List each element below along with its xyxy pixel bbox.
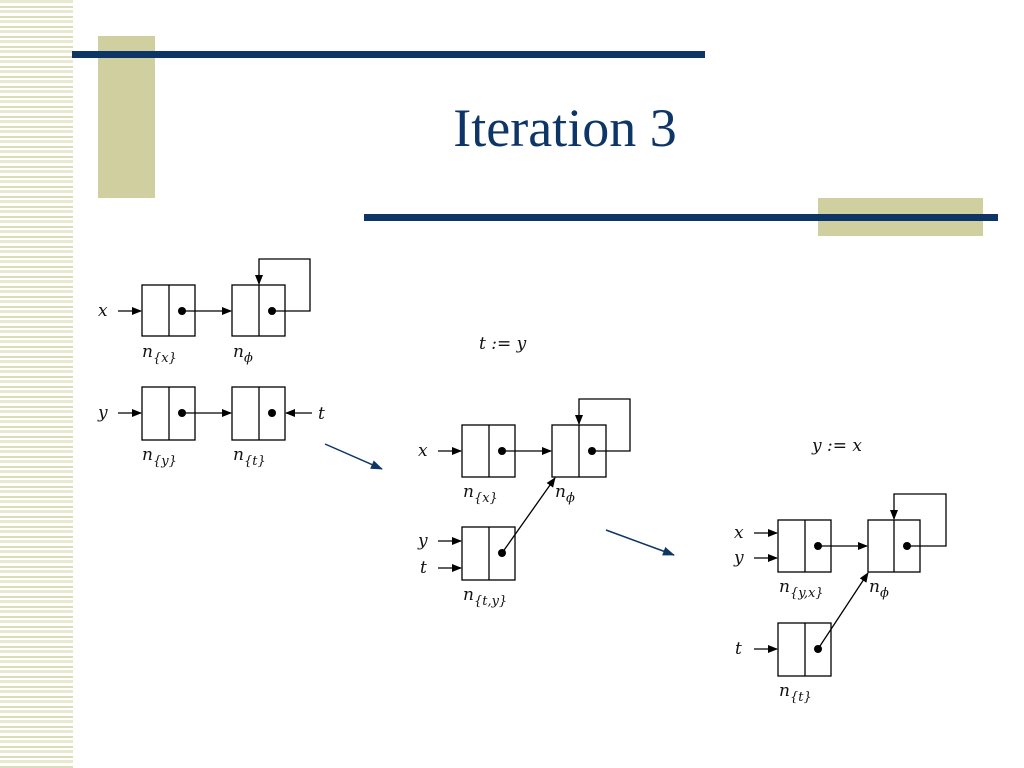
stage3-label-nphi: nϕ bbox=[869, 577, 889, 601]
slide-title: Iteration 3 bbox=[453, 98, 677, 158]
stage1-label-nx: n{x} bbox=[142, 342, 177, 366]
transition-arrow-1 bbox=[324, 443, 383, 470]
stage3-label-nyx: n{y,x} bbox=[779, 577, 824, 601]
stage3-var-y: y bbox=[733, 548, 744, 568]
stage3-label-nt: n{t} bbox=[779, 681, 812, 705]
transition-arrow-2 bbox=[605, 529, 675, 556]
stage2-var-x: x bbox=[418, 441, 428, 461]
stage3-var-x: x bbox=[734, 523, 744, 543]
stage1-label-nphi: nϕ bbox=[233, 342, 253, 366]
stage2-label-nty: n{t,y} bbox=[463, 585, 507, 609]
stage1-node-nx bbox=[141, 284, 196, 337]
stage3-statement: y := x bbox=[811, 436, 862, 456]
stage1-var-y: y bbox=[97, 403, 108, 423]
stage2-label-nx: n{x} bbox=[463, 482, 498, 506]
stage1-node-nt bbox=[231, 386, 286, 441]
top-rule bbox=[72, 51, 705, 58]
stage1-var-t: t bbox=[318, 404, 325, 424]
stage2-var-y: y bbox=[417, 531, 428, 551]
decorative-stripes bbox=[0, 0, 73, 768]
stage2-statement: t := y bbox=[479, 334, 527, 354]
bottom-rule bbox=[364, 214, 998, 221]
stage3-node-nt bbox=[777, 622, 832, 677]
stage3-var-t: t bbox=[735, 639, 742, 659]
stage1-var-x: x bbox=[98, 301, 108, 321]
decorative-tan-block-left bbox=[98, 36, 155, 198]
stage1-label-ny: n{y} bbox=[142, 445, 177, 469]
stage1-label-nt: n{t} bbox=[233, 445, 266, 469]
stage3-node-nyx bbox=[777, 519, 832, 573]
stage2-node-nty bbox=[461, 526, 516, 581]
stage2-label-nphi: nϕ bbox=[555, 482, 575, 506]
stage2-var-t: t bbox=[420, 558, 427, 578]
